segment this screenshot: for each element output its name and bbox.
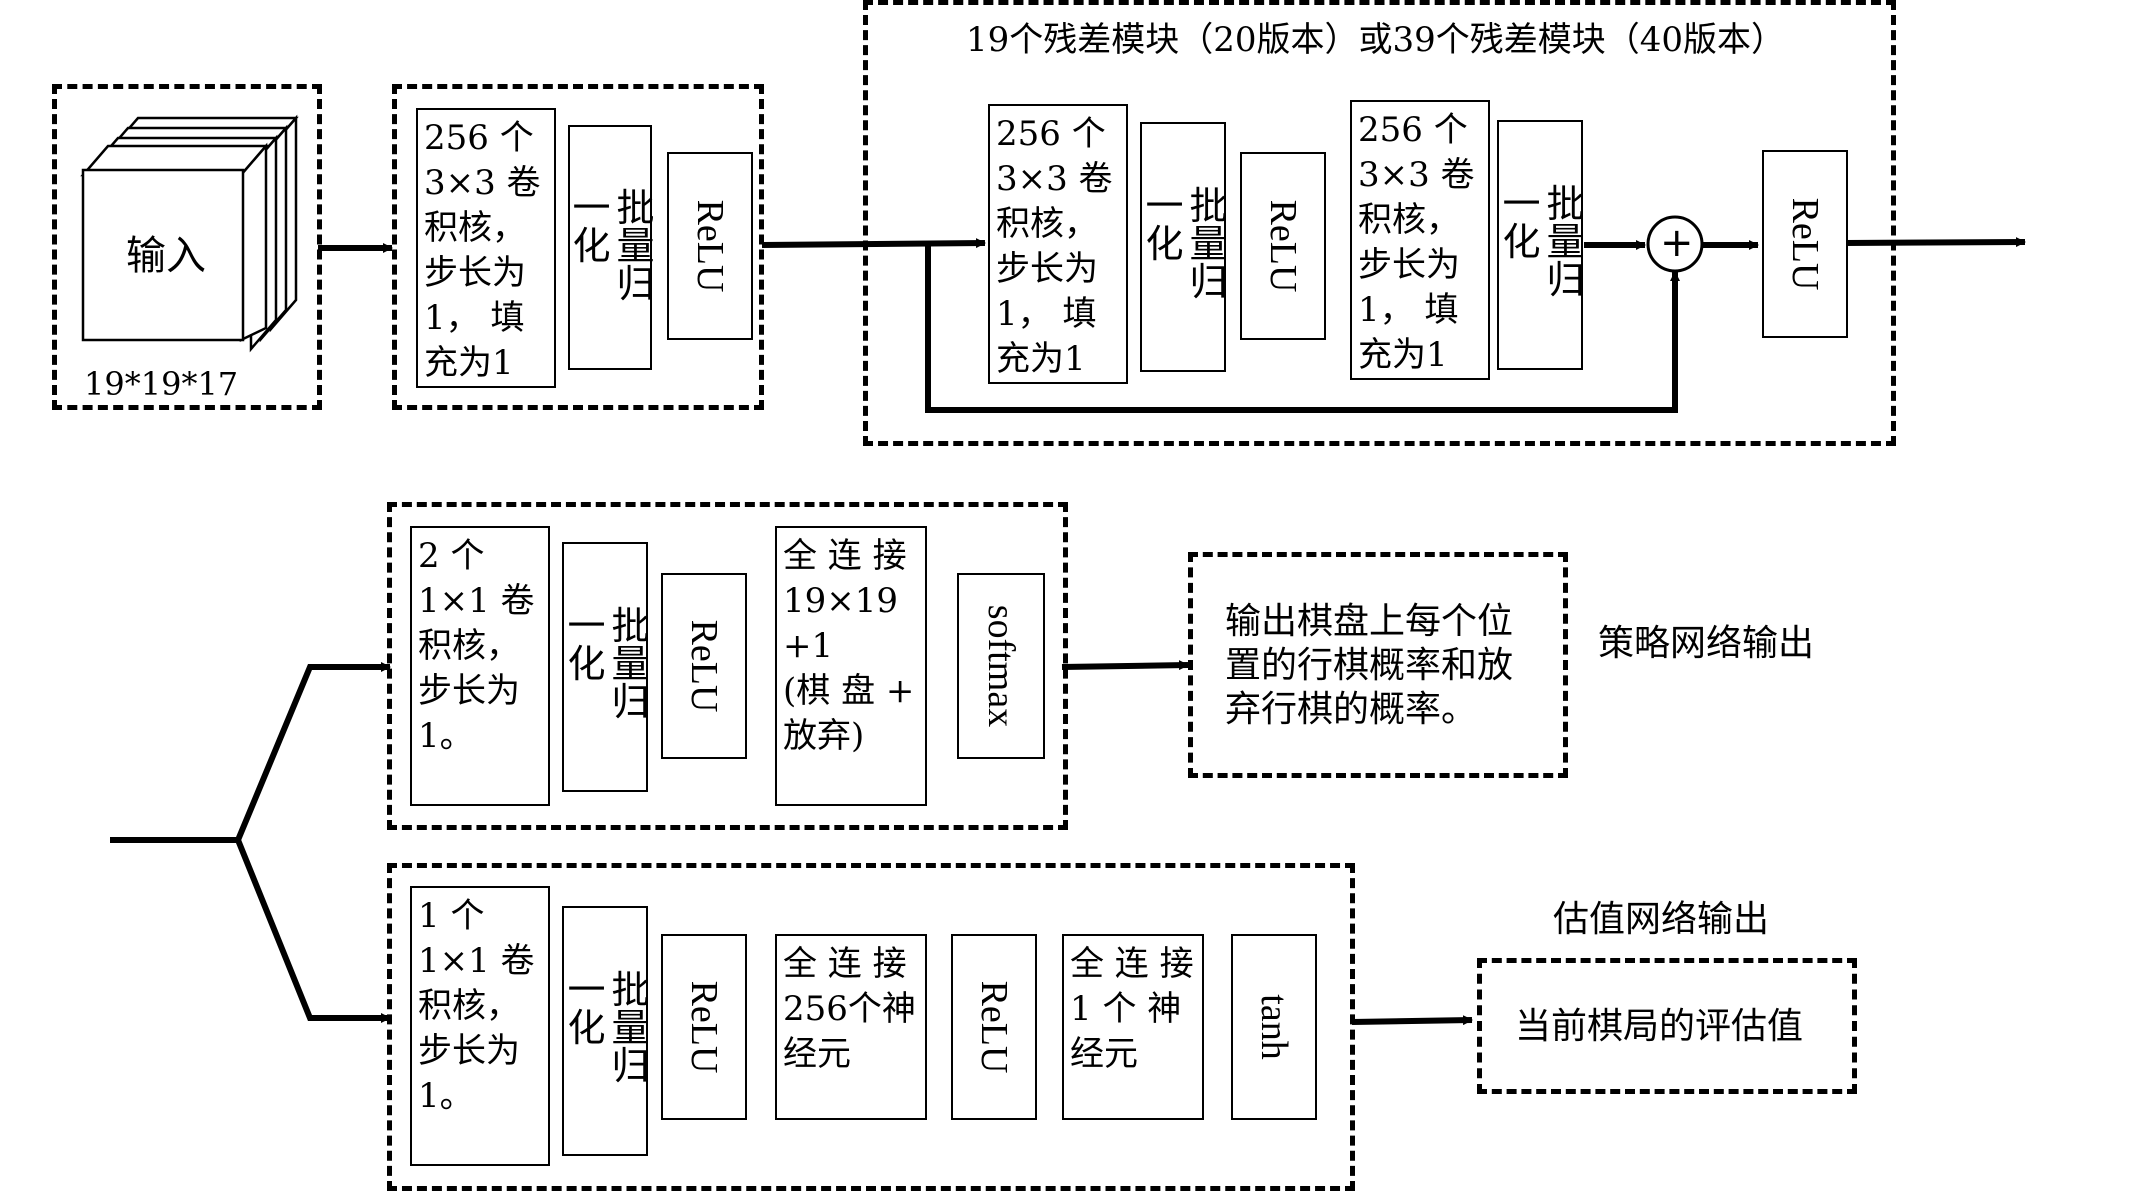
res-conv2-box: 256 个 3×3 卷 积核， 步长为 1， 填 充为1	[1350, 100, 1490, 380]
value-relu2-box: ReLU	[951, 934, 1037, 1120]
policy-group	[387, 502, 1068, 830]
value-relu1-box: ReLU	[661, 934, 747, 1120]
fork-upper	[235, 662, 391, 842]
input-dims: 19*19*17	[84, 365, 239, 403]
res-conv1-text: 256 个 3×3 卷 积核， 步长为 1， 填 充为1	[996, 114, 1113, 379]
fork-lower	[235, 838, 391, 1023]
res-bn2-text: 批量归一化	[1496, 183, 1584, 298]
stem-conv-box: 256 个 3×3 卷 积核， 步长为 1， 填 充为1	[416, 108, 556, 388]
policy-bn-box: 批量归一化	[561, 542, 649, 792]
res-conv2-text: 256 个 3×3 卷 积核， 步长为 1， 填 充为1	[1358, 110, 1475, 375]
policy-output-text: 输出棋盘上每个位 置的行棋概率和放 弃行棋的概率。	[1225, 601, 1514, 730]
stem-group	[392, 84, 764, 410]
value-output-label: 估值网络输出	[1553, 899, 1770, 940]
policy-bn-text: 批量归一化	[561, 605, 649, 720]
res-relu1-text: ReLU	[1262, 199, 1304, 293]
value-fc1-text: 全 连 接 256个神 经元	[783, 944, 916, 1074]
stem-conv-text: 256 个 3×3 卷 积核， 步长为 1， 填 充为1	[424, 118, 541, 383]
add-node-label: +	[1660, 220, 1694, 266]
res-conv1-box: 256 个 3×3 卷 积核， 步长为 1， 填 充为1	[988, 104, 1128, 384]
value-fc2-text: 全 连 接 1 个 神 经元	[1070, 944, 1194, 1074]
arrow-residual-out	[1844, 237, 2026, 248]
input-cube	[80, 114, 299, 353]
stem-bn-box: 批量归一化	[566, 125, 654, 370]
res-bn1-text: 批量归一化	[1139, 185, 1227, 300]
policy-output-label: 策略网络输出	[1598, 623, 1815, 664]
policy-fc-text: 全 连 接 19×19 +1 (棋 盘 + 放弃)	[783, 536, 915, 756]
res-relu2-text: ReLU	[1784, 197, 1826, 291]
policy-relu-box: ReLU	[661, 573, 747, 759]
arrow-stem-to-residual	[761, 238, 986, 249]
arrow-policy-to-output	[1061, 660, 1189, 671]
stem-relu-text: ReLU	[689, 199, 731, 293]
value-fc2-box: 全 连 接 1 个 神 经元	[1062, 934, 1204, 1120]
policy-conv-text: 2 个 1×1 卷 积核， 步长为 1。	[418, 536, 535, 756]
input-group	[52, 84, 322, 410]
residual-title: 19个残差模块（20版本）或39个残差模块（40版本）	[966, 20, 1786, 60]
stem-relu-box: ReLU	[667, 152, 753, 340]
add-node-circle	[1646, 215, 1704, 273]
value-conv-text: 1 个 1×1 卷 积核， 步长为 1。	[418, 896, 535, 1116]
value-output-group	[1477, 958, 1857, 1094]
res-bn2-box: 批量归一化	[1496, 120, 1584, 370]
res-bn1-box: 批量归一化	[1139, 122, 1227, 372]
value-fc1-box: 全 连 接 256个神 经元	[775, 934, 927, 1120]
policy-conv-box: 2 个 1×1 卷 积核， 步长为 1。	[410, 526, 550, 806]
arrow-value-to-output	[1351, 1015, 1473, 1026]
value-conv-box: 1 个 1×1 卷 积核， 步长为 1。	[410, 886, 550, 1166]
value-bn-text: 批量归一化	[561, 969, 649, 1084]
value-tanh-box: tanh	[1231, 934, 1317, 1120]
value-relu1-text: ReLU	[683, 980, 725, 1074]
res-relu1-box: ReLU	[1240, 152, 1326, 340]
value-relu2-text: ReLU	[973, 980, 1015, 1074]
value-tanh-text: tanh	[1253, 994, 1295, 1060]
value-output-text: 当前棋局的评估值	[1515, 1006, 1804, 1047]
value-bn-box: 批量归一化	[561, 906, 649, 1156]
policy-fc-box: 全 连 接 19×19 +1 (棋 盘 + 放弃)	[775, 526, 927, 806]
policy-output-group	[1188, 552, 1568, 778]
policy-softmax-text: softmax	[980, 604, 1022, 728]
res-relu2-box: ReLU	[1762, 150, 1848, 338]
policy-softmax-box: softmax	[957, 573, 1045, 759]
residual-group	[863, 0, 1896, 446]
stem-bn-text: 批量归一化	[566, 187, 654, 302]
skip-connection	[925, 243, 1680, 413]
policy-relu-text: ReLU	[683, 619, 725, 713]
input-label: 输入	[126, 233, 206, 279]
